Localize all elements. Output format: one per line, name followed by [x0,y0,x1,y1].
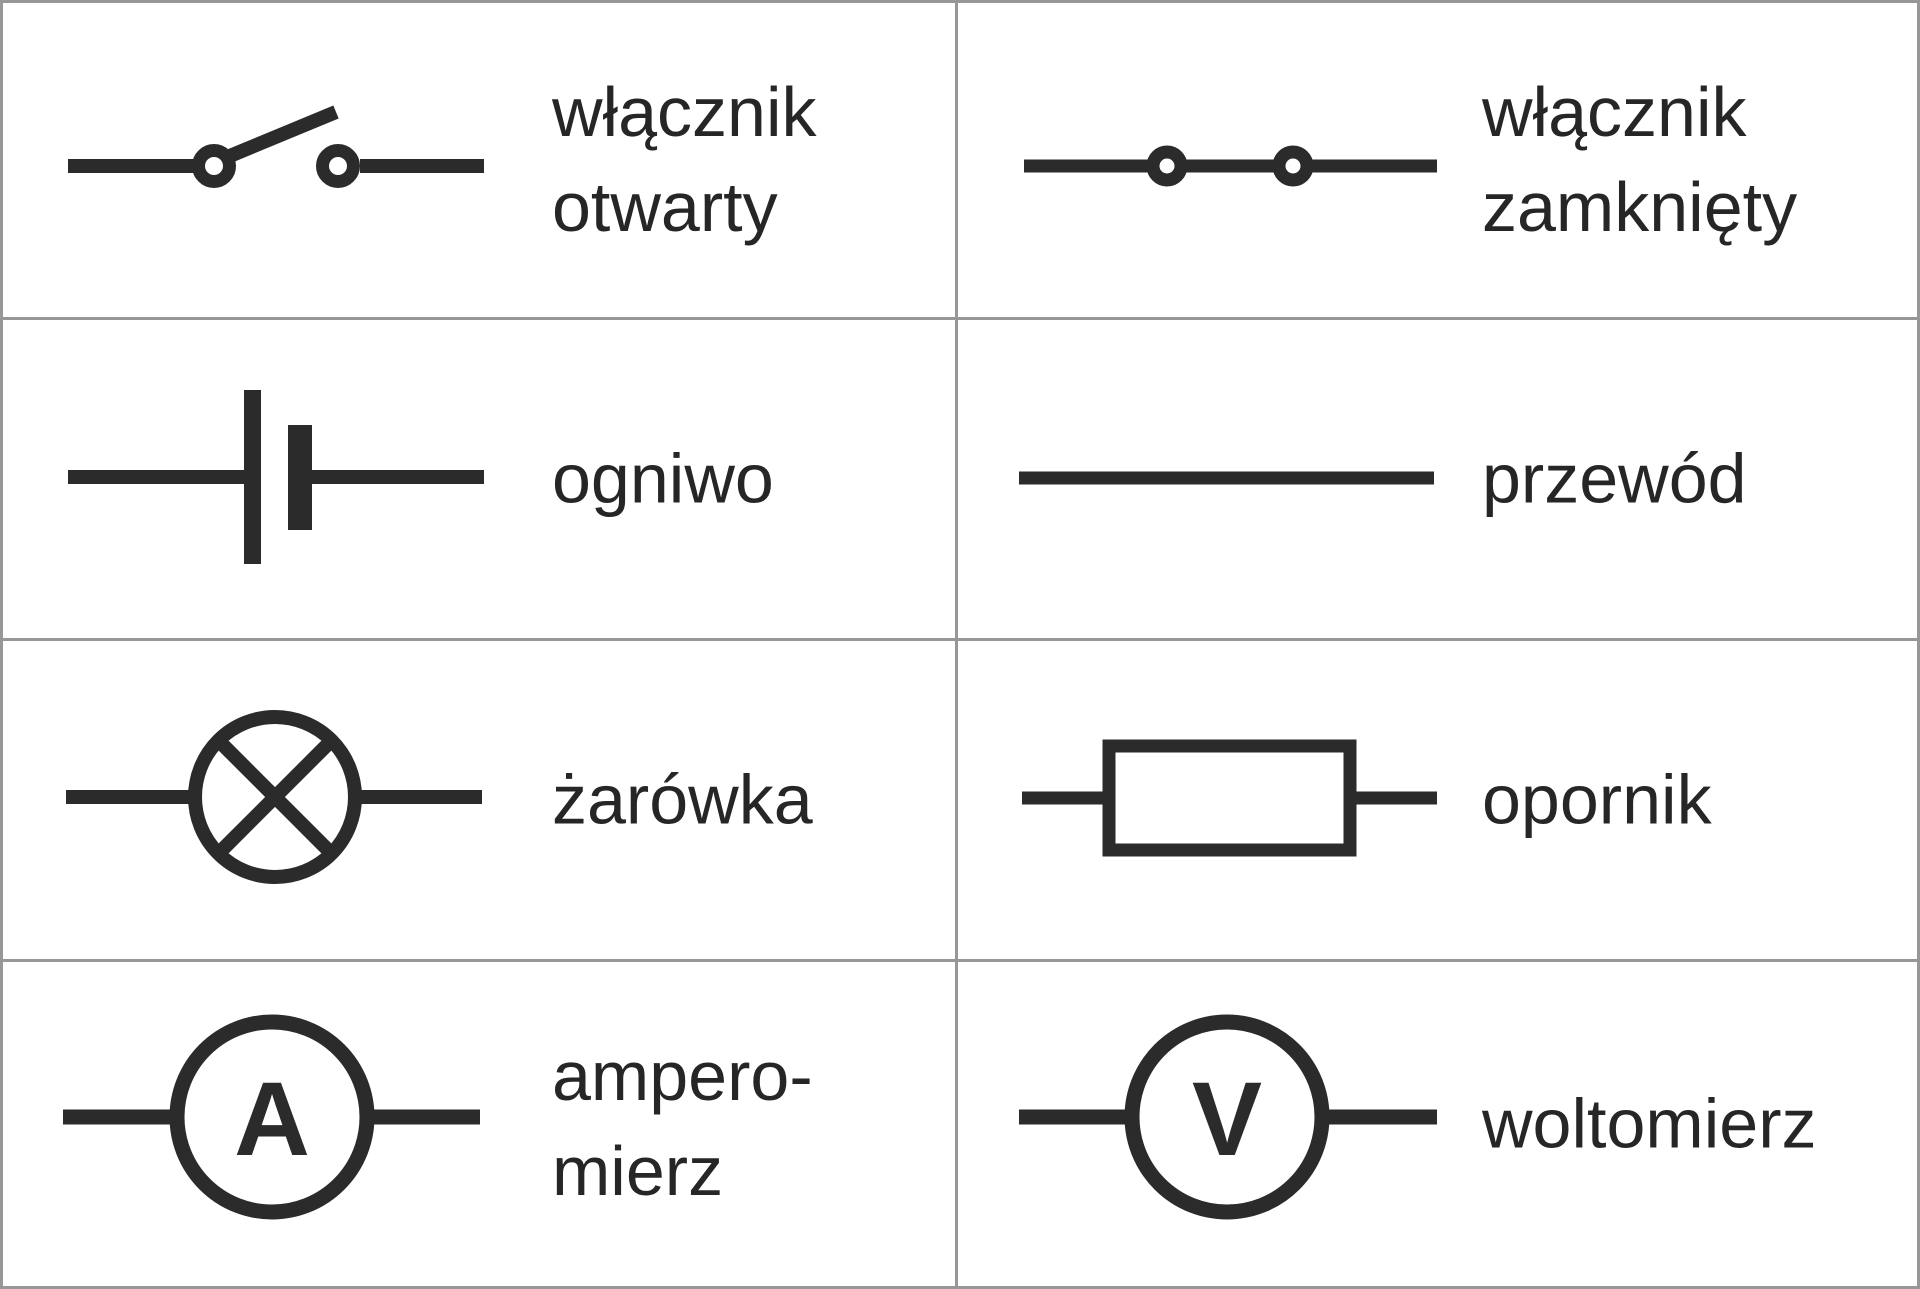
label-bulb: żarówka [552,760,813,839]
label-resistor: opornik [1482,760,1712,839]
voltmeter-letter: V [1192,1061,1262,1178]
cell-resistor: opornik [958,641,1917,962]
battery-cell-symbol [3,320,955,638]
voltmeter-symbol: V [958,962,1917,1286]
label-battery: ogniwo [552,439,774,518]
label-ammeter: ampero- mierz [552,1037,813,1210]
label-wire: przewód [1482,439,1747,518]
open-switch-symbol [3,3,955,317]
closed-switch-symbol [958,3,1917,317]
cell-voltmeter: V woltomierz [958,962,1917,1286]
cell-ammeter: A ampero- mierz [3,962,958,1286]
ammeter-letter: A [234,1061,310,1178]
cell-closed-switch: włącznik zamknięty [958,3,1917,320]
light-bulb-symbol [3,641,955,959]
resistor-symbol [958,641,1917,959]
label-open-switch: włącznik otwarty [552,73,817,246]
cell-battery: ogniwo [3,320,958,641]
label-voltmeter: woltomierz [1482,1084,1817,1163]
cell-open-switch: włącznik otwarty [3,3,958,320]
legend-grid: włącznik otwarty włącznik zamknięty [3,3,1917,1286]
cell-wire: przewód [958,320,1917,641]
ammeter-symbol: A [3,962,955,1286]
cell-bulb: żarówka [3,641,958,962]
label-closed-switch: włącznik zamknięty [1482,73,1798,246]
wire-symbol [958,320,1917,638]
